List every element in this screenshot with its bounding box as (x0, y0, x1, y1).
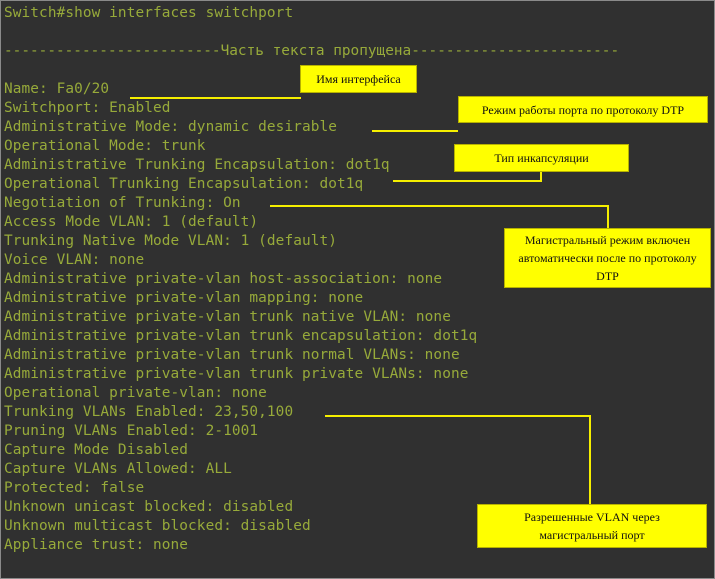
trunk-enabled-callout: Магистральный режим включен автоматическ… (504, 228, 711, 288)
allowed-vlans-callout: Разрешенные VLAN через магистральный пор… (477, 504, 707, 548)
output-line-trunking-vlans-enabled: Trunking VLANs Enabled: 23,50,100 (4, 404, 294, 420)
output-line-operational-private-vlan: Operational private-vlan: none (4, 385, 267, 401)
encapsulation-connector-horizontal (393, 180, 542, 182)
output-line-private-vlan-host-association: Administrative private-vlan host-associa… (4, 271, 443, 287)
output-line-unknown-multicast-blocked: Unknown multicast blocked: disabled (4, 518, 311, 534)
output-line-private-vlan-trunk-private: Administrative private-vlan trunk privat… (4, 366, 469, 382)
interface-name-callout: Имя интерфейса (300, 65, 417, 93)
output-line-private-vlan-mapping: Administrative private-vlan mapping: non… (4, 290, 364, 306)
output-line-access-mode-vlan: Access Mode VLAN: 1 (default) (4, 214, 259, 230)
trunk-enabled-connector-vertical (607, 205, 609, 229)
output-line-operational-trunking-encapsulation: Operational Trunking Encapsulation: dot1… (4, 176, 364, 192)
output-line-capture-vlans-allowed: Capture VLANs Allowed: ALL (4, 461, 232, 477)
output-line-administrative-trunking-encapsulation: Administrative Trunking Encapsulation: d… (4, 157, 390, 173)
output-line-negotiation-of-trunking: Negotiation of Trunking: On (4, 195, 241, 211)
output-line-unknown-unicast-blocked: Unknown unicast blocked: disabled (4, 499, 294, 515)
output-line-capture-mode: Capture Mode Disabled (4, 442, 189, 458)
trunk-enabled-connector-horizontal (270, 205, 608, 207)
output-line-appliance-trust: Appliance trust: none (4, 537, 189, 553)
allowed-vlans-connector-vertical (589, 415, 591, 504)
output-line-administrative-mode: Administrative Mode: dynamic desirable (4, 119, 338, 135)
dtp-mode-connector-line (372, 130, 458, 132)
allowed-vlans-connector-horizontal (325, 415, 590, 417)
omitted-text-divider: -------------------------Часть текста пр… (4, 43, 620, 59)
command-line: Switch#show interfaces switchport (4, 5, 294, 21)
output-line-switchport: Switchport: Enabled (4, 100, 171, 116)
output-line-operational-mode: Operational Mode: trunk (4, 138, 206, 154)
output-line-private-vlan-trunk-native: Administrative private-vlan trunk native… (4, 309, 451, 325)
encapsulation-type-callout: Тип инкапсуляции (454, 144, 629, 172)
output-line-voice-vlan: Voice VLAN: none (4, 252, 145, 268)
output-line-protected: Protected: false (4, 480, 145, 496)
dtp-mode-callout: Режим работы порта по протоколу DTP (458, 96, 708, 123)
output-line-trunking-native-mode-vlan: Trunking Native Mode VLAN: 1 (default) (4, 233, 338, 249)
interface-name-connector-line (130, 97, 301, 99)
output-line-name: Name: Fa0/20 (4, 81, 110, 97)
output-line-pruning-vlans-enabled: Pruning VLANs Enabled: 2-1001 (4, 423, 259, 439)
output-line-private-vlan-trunk-normal: Administrative private-vlan trunk normal… (4, 347, 460, 363)
output-line-private-vlan-trunk-encapsulation: Administrative private-vlan trunk encaps… (4, 328, 478, 344)
encapsulation-connector-vertical (540, 171, 542, 182)
